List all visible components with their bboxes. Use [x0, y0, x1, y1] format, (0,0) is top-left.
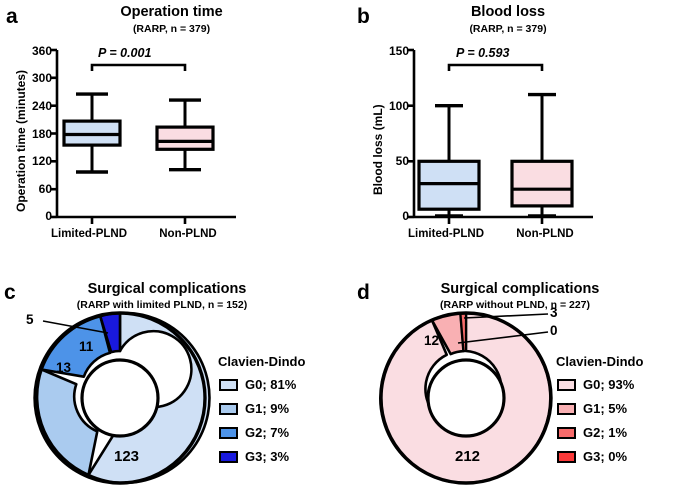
panel-a-ytick-300: 300: [31, 71, 52, 85]
panel-d-inner-hole: [426, 358, 506, 438]
panel-b-ytick-0: 0: [402, 209, 409, 223]
panel-c-label-g3-count: 5: [26, 312, 34, 327]
legend-swatch-g2-icon: [557, 426, 576, 439]
panel-d-donut: [379, 311, 553, 485]
legend-swatch-g1-icon: [557, 402, 576, 415]
panel-c-slice-g1: [35, 368, 99, 477]
panel-a-box-non-plnd: [155, 98, 215, 172]
panel-b-box-non-plnd: [510, 92, 574, 218]
legend-swatch-g2-icon: [219, 426, 238, 439]
panel-b-significance-bracket: [447, 63, 544, 71]
panel-c-subtitle: (RARP with limited PLND, n = 152): [76, 299, 248, 311]
panel-c-legend-label-g3: G3; 3%: [245, 449, 290, 464]
panel-a-box-limited-plnd: [62, 92, 122, 174]
legend-swatch-g0-icon: [219, 378, 238, 391]
panel-d-legend-title: Clavien-Dindo: [556, 354, 644, 369]
panel-b-pvalue: P = 0.593: [456, 46, 510, 60]
panel-b-ytick-100: 100: [388, 99, 409, 113]
panel-c-slice-g0: [87, 311, 211, 485]
panel-d-outer-ring: [379, 311, 553, 485]
panel-d-legend-label-g3: G3; 0%: [583, 449, 628, 464]
panel-d-label-g0-count: 212: [455, 448, 481, 465]
panel-a-significance-bracket: [90, 63, 187, 71]
panel-a-xtick-non: Non-PLND: [159, 228, 217, 240]
panel-b-letter: b: [357, 5, 370, 28]
panel-c-outer-ring: [33, 311, 207, 485]
panel-b-xtick-non: Non-PLND: [516, 228, 574, 240]
panel-c-legend-item-g2[interactable]: G2; 7%: [219, 425, 289, 440]
panel-c-legend-item-g3[interactable]: G3; 3%: [219, 449, 289, 464]
panel-a-subtitle: (RARP, n = 379): [132, 23, 211, 35]
panel-c-callout-leader-5: [42, 320, 109, 334]
box-iqr: [155, 125, 215, 151]
panel-a-plot: [51, 48, 236, 224]
panel-d-legend-label-g1: G1; 5%: [583, 401, 628, 416]
panel-a-ytick-240: 240: [31, 99, 52, 113]
panel-d-legend-label-g0: G0; 93%: [583, 377, 635, 392]
panel-c-donut: [33, 311, 211, 485]
panel-c-legend-item-g0[interactable]: G0; 81%: [219, 377, 296, 392]
panel-b-box-limited-plnd: [417, 103, 481, 218]
panel-a-title: Operation time: [120, 4, 223, 20]
panel-a-ytick-360: 360: [31, 44, 52, 58]
panel-d-label-g2-count: 3: [550, 305, 558, 320]
panel-c-legend-title: Clavien-Dindo: [218, 354, 306, 369]
panel-d-legend-item-g1[interactable]: G1; 5%: [557, 401, 627, 416]
panel-d-legend-item-g2[interactable]: G2; 1%: [557, 425, 627, 440]
panel-c-label-g2-count: 11: [79, 339, 94, 354]
panel-d-legend-item-g3[interactable]: G3; 0%: [557, 449, 627, 464]
panel-c-legend-label-g2: G2; 7%: [245, 425, 290, 440]
panel-c-letter: c: [4, 281, 16, 304]
panel-c-legend-label-g0: G0; 81%: [245, 377, 297, 392]
panel-b-title: Blood loss: [470, 4, 546, 20]
panel-b-ytick-50: 50: [395, 154, 409, 168]
panel-d-label-g3-count: 0: [550, 323, 558, 338]
panel-a-xtick-limited: Limited-PLND: [50, 228, 128, 240]
panel-c-label-g0-count: 123: [114, 448, 140, 465]
legend-swatch-g3-icon: [557, 450, 576, 463]
panel-d-legend-item-g0[interactable]: G0; 93%: [557, 377, 634, 392]
panel-a: a Operation time (RARP, n = 379) Operati…: [0, 0, 343, 250]
panel-d-title: Surgical complications: [440, 281, 600, 297]
panel-d-label-g1-count: 12: [424, 333, 440, 348]
panel-a-pvalue: P = 0.001: [98, 46, 152, 60]
panel-a-ytick-60: 60: [38, 182, 52, 196]
panel-d-legend-label-g2: G2; 1%: [583, 425, 628, 440]
legend-swatch-g1-icon: [219, 402, 238, 415]
panel-a-ytick-120: 120: [31, 154, 52, 168]
panel-b-plot: [408, 48, 593, 224]
panel-b-ytick-150: 150: [388, 44, 409, 58]
panel-d-callout-leader-0: [457, 331, 549, 344]
panel-c-legend-item-g1[interactable]: G1; 9%: [219, 401, 289, 416]
panel-a-letter: a: [6, 5, 18, 28]
panel-d-subtitle: (RARP without PLND, n = 227): [439, 299, 591, 311]
panel-d-callout-leader-3: [463, 313, 549, 319]
legend-swatch-g0-icon: [557, 378, 576, 391]
panel-a-ytick-0: 0: [45, 209, 52, 223]
panel-c: c Surgical complications (RARP with limi…: [0, 270, 343, 487]
box-iqr: [417, 159, 481, 211]
panel-c-label-g1-count: 13: [56, 360, 72, 375]
panel-d: d Surgical complications (RARP without P…: [343, 270, 685, 487]
legend-swatch-g3-icon: [219, 450, 238, 463]
panel-b-xtick-limited: Limited-PLND: [407, 228, 485, 240]
panel-d-letter: d: [357, 281, 370, 304]
panel-c-inner-hole: [80, 358, 160, 438]
panel-a-ytick-180: 180: [31, 127, 52, 141]
box-iqr: [510, 159, 574, 208]
panel-c-legend-label-g1: G1; 9%: [245, 401, 290, 416]
panel-c-title: Surgical complications: [87, 281, 247, 297]
panel-b-subtitle: (RARP, n = 379): [469, 23, 547, 35]
panel-b: b Blood loss (RARP, n = 379) Blood loss …: [343, 0, 685, 250]
